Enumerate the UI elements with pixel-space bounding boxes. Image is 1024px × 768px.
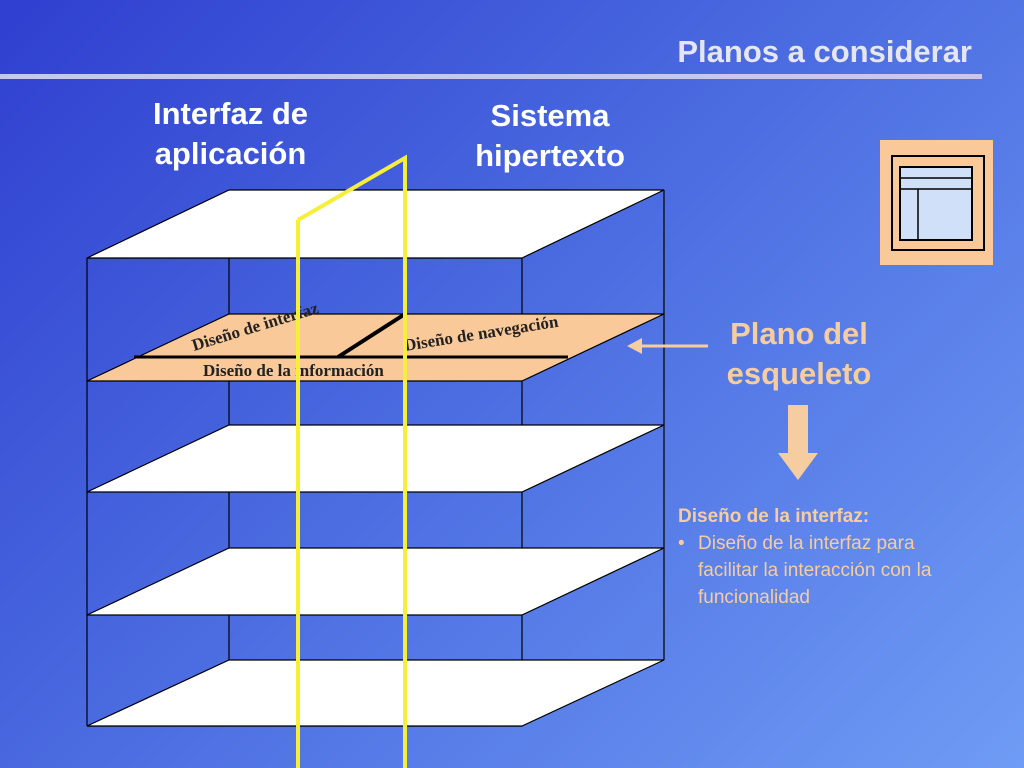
- plane-top: [86, 189, 665, 259]
- description-item: • Diseño de la interfaz para facilitar l…: [678, 530, 1008, 611]
- yellow-frame-back: [296, 154, 407, 768]
- bullet-icon: •: [678, 533, 685, 554]
- title-divider: [0, 74, 982, 79]
- slide-title: Planos a considerar: [677, 34, 972, 69]
- arrow-down-icon: [778, 405, 818, 480]
- column-title-interfaz-aplicacion: Interfaz de aplicación: [152, 96, 309, 171]
- plane-esqueleto: [86, 313, 665, 382]
- description-box: Diseño de la interfaz: • Diseño de la in…: [678, 503, 1008, 611]
- plane-middle: [86, 424, 665, 493]
- plane-lower: [86, 547, 665, 616]
- plane-bottom: [86, 659, 665, 727]
- arrow-left-icon: [627, 338, 708, 354]
- label-diseno-informacion: Diseño de la información: [203, 361, 384, 380]
- description-item-text: Diseño de la interfaz para facilitar la …: [698, 533, 932, 608]
- column-title-sistema-hipertexto: Sistema hipertexto: [475, 98, 625, 173]
- description-heading: Diseño de la interfaz:: [678, 506, 870, 527]
- window-layout-icon: [880, 140, 993, 265]
- divider-interfaz-navegacion: [336, 312, 407, 359]
- plane-name-esqueleto: Plano del esqueleto: [726, 316, 872, 391]
